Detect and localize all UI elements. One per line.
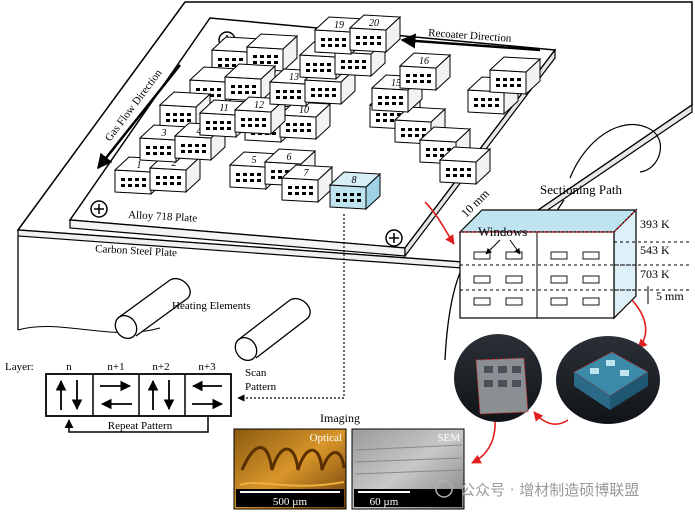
block-number-label: 19 bbox=[334, 20, 344, 31]
alloy-plate-label: Alloy 718 Plate bbox=[128, 209, 198, 225]
sem-label: SEM bbox=[437, 432, 460, 444]
red-arrow-to-imaging bbox=[471, 419, 496, 464]
heating-elements-label: Heating Elements bbox=[172, 300, 251, 312]
heating-element-left bbox=[114, 277, 191, 340]
block-number-label: 15 bbox=[391, 78, 401, 89]
imaging-label: Imaging bbox=[320, 411, 360, 425]
optical-scale: 500 µm bbox=[273, 496, 308, 508]
block-number-label: 20 bbox=[369, 18, 379, 29]
layer-n2-label: n+2 bbox=[152, 361, 169, 373]
red-arrow-between-photos bbox=[533, 411, 569, 425]
dim-5mm-label: 5 mm bbox=[656, 289, 684, 303]
scan-connector bbox=[237, 214, 345, 402]
window-slot bbox=[505, 251, 523, 260]
window-slot bbox=[582, 275, 600, 284]
layer-n-label: n bbox=[66, 361, 72, 373]
window-slot bbox=[473, 275, 491, 284]
block-number-label: 10 bbox=[299, 105, 309, 116]
heating-element-right bbox=[234, 297, 311, 362]
section-block bbox=[458, 208, 690, 320]
optical-image: Optical 500 µm bbox=[233, 428, 347, 510]
temp-703-label: 703 K bbox=[640, 267, 670, 281]
recoater-direction-arrow bbox=[400, 33, 541, 52]
window-slot bbox=[550, 251, 568, 260]
block-number-label: 3 bbox=[161, 128, 167, 139]
specimen-block-16: 16 bbox=[398, 52, 452, 92]
specimen-photo-left bbox=[454, 334, 542, 422]
bolt-icon-bl bbox=[90, 200, 108, 218]
block-number-label: 2 bbox=[172, 158, 177, 169]
repeat-pattern-label: Repeat Pattern bbox=[108, 420, 173, 432]
layer-n1-label: n+1 bbox=[107, 361, 124, 373]
block-number-label: 16 bbox=[419, 56, 429, 67]
windows-arrow-2 bbox=[509, 239, 521, 255]
block-number-label: 12 bbox=[254, 100, 264, 111]
windows-label: Windows bbox=[478, 224, 527, 239]
window-slot bbox=[473, 251, 491, 260]
temp-393-label: 393 K bbox=[640, 217, 670, 231]
specimen-block-7: 7 bbox=[280, 164, 334, 204]
optical-label: Optical bbox=[310, 432, 342, 444]
red-arrow-to-section bbox=[424, 201, 455, 245]
block-number-label: 1 bbox=[137, 160, 142, 171]
section-windows bbox=[473, 251, 600, 306]
window-slot bbox=[582, 251, 600, 260]
block-number-label: 5 bbox=[252, 155, 257, 166]
watermark: 公众号 · 增材制造硕博联盟 bbox=[435, 480, 639, 499]
windows-arrow-1 bbox=[485, 239, 501, 255]
sem-scale: 60 µm bbox=[370, 496, 399, 508]
red-arrow-to-photo bbox=[631, 299, 648, 349]
gas-flow-arrow bbox=[97, 64, 181, 170]
scan-pattern: Layer: n n+1 n+2 n+3 Repeat Pattern bbox=[5, 361, 232, 433]
sectioning-path-label: Sectioning Path bbox=[540, 182, 622, 197]
block-number-label: 8 bbox=[352, 175, 357, 186]
scan-pattern-label-2: Pattern bbox=[245, 381, 277, 393]
block-number-label: 7 bbox=[304, 168, 310, 179]
window-slot bbox=[473, 297, 491, 306]
window-slot bbox=[550, 275, 568, 284]
temp-543-label: 543 K bbox=[640, 243, 670, 257]
specimen-block-10: 10 bbox=[278, 101, 332, 141]
specimen-block-extra-3 bbox=[438, 146, 492, 186]
layer-n3-label: n+3 bbox=[198, 361, 216, 373]
specimen-blocks: 1234567891011121314151617181920 bbox=[113, 14, 542, 211]
block-number-label: 13 bbox=[289, 72, 299, 83]
specimen-block-extra-9 bbox=[223, 63, 277, 103]
scan-pattern-label-1: Scan bbox=[245, 367, 267, 379]
window-slot bbox=[505, 297, 523, 306]
watermark-text: 公众号 · 增材制造硕博联盟 bbox=[460, 481, 639, 499]
specimen-block-8: 8 bbox=[328, 171, 382, 211]
window-slot bbox=[505, 275, 523, 284]
window-slot bbox=[582, 297, 600, 306]
block-number-label: 6 bbox=[287, 152, 292, 163]
sem-image: SEM 60 µm bbox=[351, 428, 465, 510]
block-number-label: 11 bbox=[219, 103, 228, 114]
block-number-label: 4 bbox=[197, 126, 202, 137]
bolt-icon-br bbox=[385, 229, 403, 247]
window-slot bbox=[550, 297, 568, 306]
specimen-block-extra-1 bbox=[393, 106, 447, 146]
recoater-direction-label: Recoater Direction bbox=[428, 27, 513, 45]
carbon-plate-label: Carbon Steel Plate bbox=[95, 243, 178, 259]
layer-label: Layer: bbox=[5, 361, 34, 373]
specimen-block-extra-5 bbox=[488, 56, 542, 96]
specimen-block-20: 20 bbox=[348, 14, 402, 54]
specimen-photo-right bbox=[556, 336, 660, 424]
